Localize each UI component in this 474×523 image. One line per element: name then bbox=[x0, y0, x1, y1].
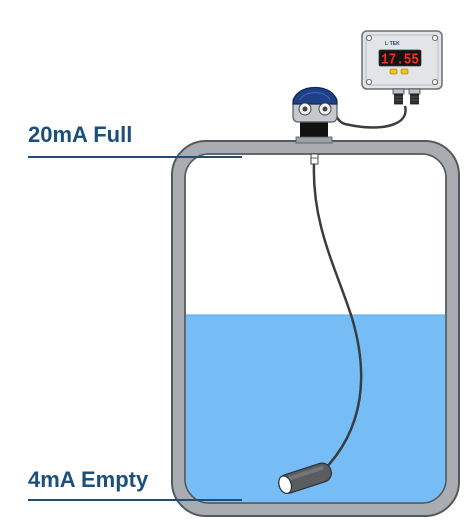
screw-icon bbox=[365, 35, 438, 86]
panel-display-unit: L·TEK 17.55 bbox=[361, 30, 443, 105]
level-probe bbox=[278, 462, 332, 495]
display-button[interactable] bbox=[389, 68, 398, 75]
transmitter-cap bbox=[292, 86, 338, 105]
signal-cable bbox=[331, 105, 407, 129]
empty-level-label: 4mA Empty bbox=[28, 467, 149, 492]
led-screen bbox=[378, 49, 422, 67]
cable-entry-icon bbox=[310, 153, 319, 165]
transmitter-head bbox=[292, 86, 338, 144]
submersible-cable bbox=[312, 163, 363, 473]
display-gland-right bbox=[408, 88, 421, 105]
brand-label: L·TEK bbox=[385, 41, 400, 47]
display-gland-left bbox=[392, 88, 405, 105]
transmitter-neck bbox=[300, 121, 328, 141]
tank bbox=[171, 140, 460, 517]
display-button[interactable] bbox=[400, 68, 409, 75]
led-reading: 17.55 bbox=[381, 52, 419, 69]
probe-sensing-face bbox=[278, 475, 293, 495]
probe-assembly bbox=[278, 153, 363, 495]
full-level-label: 20mA Full bbox=[28, 122, 132, 147]
